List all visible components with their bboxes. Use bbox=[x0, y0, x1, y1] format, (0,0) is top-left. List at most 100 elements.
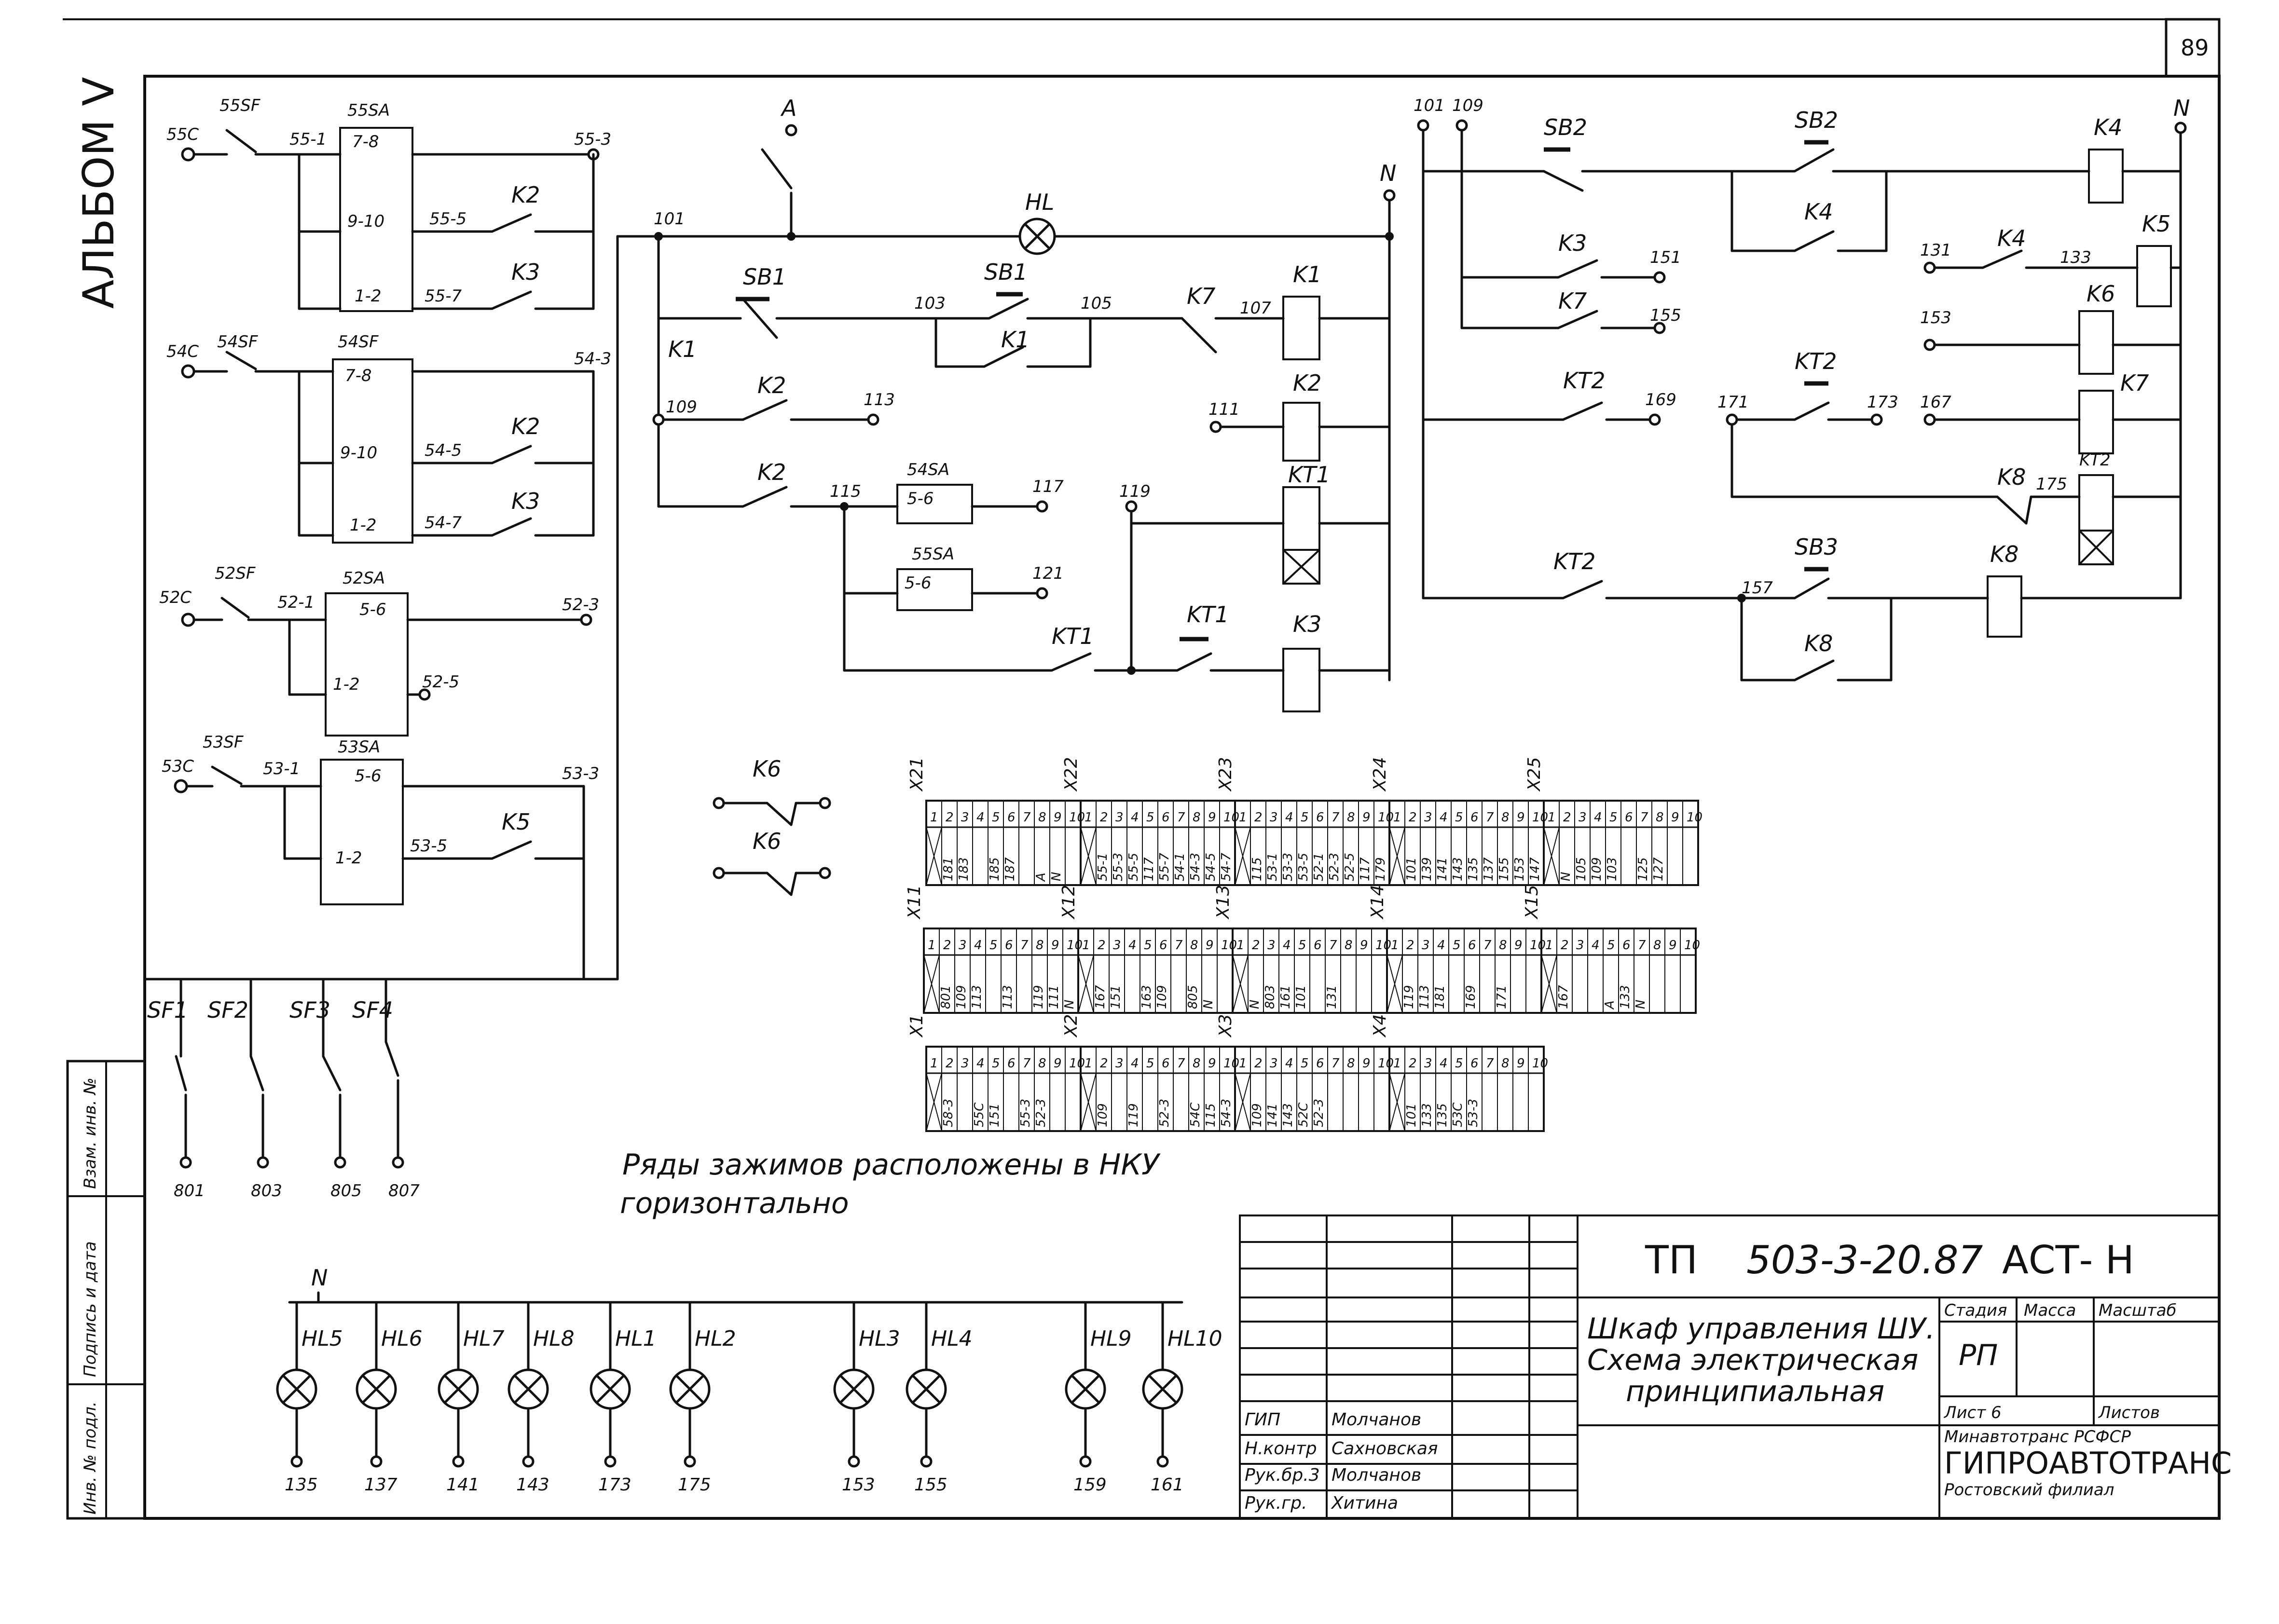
terminal-number: 8 bbox=[1656, 810, 1664, 825]
svg-text:52SA: 52SA bbox=[343, 569, 385, 588]
terminal-number: 5 bbox=[1146, 1056, 1154, 1071]
svg-text:N: N bbox=[2173, 95, 2190, 121]
terminal-block-name: X21 bbox=[907, 757, 927, 792]
terminal-number: 2 bbox=[1254, 1056, 1263, 1071]
circuit-54: 54С 54SF 54SF 7-8 9-10 1-2 54-3 54-5 K2 … bbox=[166, 332, 611, 544]
svg-text:7-8: 7-8 bbox=[345, 366, 372, 385]
terminal-block-name: X15 bbox=[1522, 885, 1542, 920]
terminal-block-name: X12 bbox=[1059, 885, 1079, 920]
terminal-wire: 133 bbox=[1618, 985, 1633, 1009]
lamp-label: HL6 bbox=[381, 1326, 423, 1351]
svg-text:HL: HL bbox=[1025, 189, 1054, 215]
terminal-wire: 135 bbox=[1435, 1103, 1450, 1127]
terminal-wire: 55-3 bbox=[1111, 853, 1126, 881]
terminal-number: 4 bbox=[1285, 1056, 1293, 1071]
terminal-number: 3 bbox=[1113, 938, 1121, 953]
terminal-wire: 803 bbox=[1263, 985, 1277, 1009]
terminal-wire: 125 bbox=[1636, 857, 1650, 881]
lamp-node: 159 bbox=[1073, 1475, 1107, 1495]
terminal-number: 7 bbox=[1332, 1056, 1340, 1071]
terminal-wire: 109 bbox=[954, 985, 969, 1009]
svg-text:117: 117 bbox=[1032, 477, 1064, 496]
sheet-frame bbox=[143, 75, 2221, 1520]
terminal-number: 3 bbox=[1579, 810, 1587, 825]
terminal-number: 3 bbox=[1115, 1056, 1124, 1071]
svg-text:801: 801 bbox=[174, 1181, 205, 1201]
svg-text:53-5: 53-5 bbox=[410, 836, 447, 856]
terminal-number: 8 bbox=[1347, 810, 1355, 825]
terminal-number: 3 bbox=[1422, 938, 1430, 953]
right-control-circuit: 101 109 N SB2 SB2 K4 K4 K3 151 bbox=[1414, 95, 2190, 682]
note-line1: Ряды зажимов расположены в НКУ bbox=[622, 1148, 1161, 1182]
role-label: ГИП bbox=[1245, 1410, 1280, 1430]
terminal-number: 9 bbox=[1514, 938, 1523, 953]
circuit-53: 53С 53SF 53-1 53SA 5-6 1-2 53-3 53-5 K5 bbox=[162, 733, 599, 981]
page-number: 89 bbox=[2181, 35, 2209, 61]
terminal-number: 5 bbox=[992, 810, 1000, 825]
svg-text:Стадия: Стадия bbox=[1944, 1301, 2007, 1320]
svg-text:153: 153 bbox=[1920, 308, 1951, 328]
terminal-number: 7 bbox=[1177, 1056, 1185, 1071]
terminal-number: 7 bbox=[1483, 938, 1492, 953]
terminal-wire: 54-3 bbox=[1219, 1099, 1234, 1127]
lamp-label: HL1 bbox=[615, 1326, 657, 1351]
terminal-wire: N bbox=[1062, 1000, 1077, 1009]
lamp-label: HL8 bbox=[533, 1326, 575, 1351]
terminal-number: 3 bbox=[1424, 1056, 1432, 1071]
svg-text:KT2: KT2 bbox=[1795, 348, 1837, 374]
terminal-block-name: X14 bbox=[1368, 885, 1387, 920]
svg-text:111: 111 bbox=[1208, 400, 1240, 419]
terminal-wire: 54-5 bbox=[1204, 853, 1218, 881]
terminal-number: 3 bbox=[1576, 938, 1584, 953]
title-block: ТП 503-3-20.87 АСТ- Н Шкаф управления ШУ… bbox=[1239, 1215, 2232, 1519]
middle-control-circuit: A 101 HL N SB1 103 SB1 105 K7 107 bbox=[645, 95, 1396, 712]
terminal-number: 1 bbox=[1239, 810, 1247, 825]
terminal-number: 7 bbox=[1175, 938, 1183, 953]
terminal-number: 9 bbox=[1669, 938, 1677, 953]
svg-text:54SF: 54SF bbox=[217, 332, 258, 352]
lamp-hl8: HL8 143 bbox=[508, 1302, 575, 1495]
terminal-number: 5 bbox=[1455, 810, 1463, 825]
svg-text:55-5: 55-5 bbox=[429, 209, 467, 229]
terminal-number: 1 bbox=[1545, 938, 1553, 953]
lamp-node: 143 bbox=[516, 1475, 549, 1495]
terminal-wire: 167 bbox=[1093, 985, 1108, 1009]
terminal-wire: 54-1 bbox=[1173, 853, 1187, 881]
terminal-number: 6 bbox=[1314, 938, 1322, 953]
stamp-inv-no: Инв. № подл. bbox=[81, 1401, 100, 1515]
terminal-wire: 55-3 bbox=[1018, 1099, 1033, 1127]
svg-text:121: 121 bbox=[1032, 564, 1064, 583]
lamp-node: 155 bbox=[914, 1475, 947, 1495]
svg-text:KT1: KT1 bbox=[1288, 462, 1331, 488]
lamp-node: 175 bbox=[678, 1475, 711, 1495]
terminal-block-name: X22 bbox=[1061, 757, 1081, 792]
terminal-number: 9 bbox=[1054, 810, 1062, 825]
terminal-wire: A bbox=[1034, 873, 1048, 882]
terminal-number: 10 bbox=[1532, 1056, 1548, 1071]
terminal-number: 2 bbox=[1252, 938, 1260, 953]
terminal-wire: A bbox=[1603, 1000, 1617, 1010]
terminal-number: 8 bbox=[1653, 938, 1661, 953]
terminal-number: 6 bbox=[1470, 810, 1479, 825]
terminal-number: 9 bbox=[1054, 1056, 1062, 1071]
terminal-number: 1 bbox=[1085, 1056, 1093, 1071]
terminal-wire: 117 bbox=[1142, 857, 1156, 881]
terminal-wire: 115 bbox=[1250, 857, 1264, 881]
role-label: Н.контр bbox=[1245, 1439, 1317, 1459]
svg-text:Масса: Масса bbox=[2024, 1301, 2076, 1320]
terminal-number: 10 bbox=[1530, 938, 1546, 953]
terminal-number: 2 bbox=[1406, 938, 1414, 953]
terminal-wire: 133 bbox=[1420, 1103, 1434, 1127]
svg-text:РП: РП bbox=[1959, 1338, 1998, 1372]
svg-text:K7: K7 bbox=[1187, 283, 1215, 309]
lamp-label: HL10 bbox=[1167, 1326, 1222, 1351]
svg-text:K2: K2 bbox=[757, 372, 786, 398]
